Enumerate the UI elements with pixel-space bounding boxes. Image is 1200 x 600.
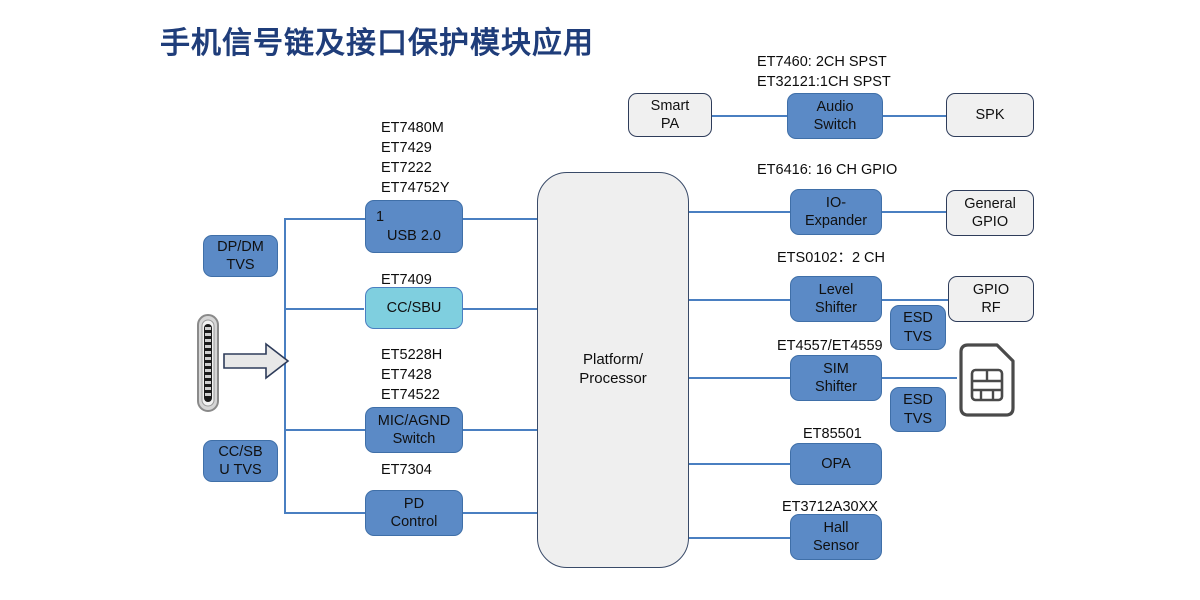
link-platform-hall-sensor [689,537,790,539]
link-audioswitch-spk [883,115,946,117]
block-gpio-rf[interactable]: GPIO RF [948,276,1034,322]
block-esd-tvs-sim[interactable]: ESD TVS [890,387,946,432]
block-label-line: CC/SBU [386,299,442,316]
caption-io-expander: ET6416: 16 CH GPIO [757,162,898,178]
block-cc-sbu-tvs[interactable]: CC/SB U TVS [203,440,278,482]
block-label-line: RF [981,300,1001,316]
block-spk[interactable]: SPK [946,93,1034,137]
block-audio-switch[interactable]: Audio Switch [787,93,883,139]
block-label-line: Control [390,514,438,530]
block-level-shifter[interactable]: Level Shifter [790,276,882,322]
block-label-line: Audio [816,98,854,115]
caption-sim-shifter: ET4557/ET4559 [777,338,883,354]
block-label-line: General [964,195,1016,212]
block-label-line: Shifter [815,300,857,316]
link-smartpa-audioswitch [712,115,787,117]
block-label-line: PA [660,116,680,132]
block-label-line: Hall [823,519,849,536]
block-label-line: OPA [821,455,851,472]
block-label-line: ESD [903,310,933,327]
caption-level-shifter: ETS0102：2 CH [777,250,885,266]
block-label-line: SIM [823,360,849,377]
link-platform-sim-shifter [689,377,790,379]
left-bus-vertical-line [284,218,286,514]
block-cc-sbu[interactable]: CC/SBU [365,287,463,329]
caption-hall-sensor: ET3712A30XX [782,499,878,515]
link-usb20-platform [463,218,541,220]
block-label-line: TVS [226,257,255,273]
link-pd-platform [463,512,541,514]
block-esd-tvs-level[interactable]: ESD TVS [890,305,946,350]
block-io-expander[interactable]: IO- Expander [790,189,882,235]
link-io-expander-general-gpio [882,211,946,213]
link-platform-io-expander [689,211,790,213]
block-hall-sensor[interactable]: Hall Sensor [790,514,882,560]
block-pd-control[interactable]: PD Control [365,490,463,536]
caption-mic-agnd-switch: ET5228H ET7428 ET74522 [381,347,443,403]
link-platform-level-shifter [689,299,790,301]
link-level-shifter-gpio-rf [882,299,948,301]
block-label-line: 1 [376,209,385,226]
right-arrow-icon [222,341,290,386]
block-label-line: GPIO [972,281,1010,298]
caption-opa: ET85501 [803,426,862,442]
block-usb20[interactable]: 1 USB 2.0 [365,200,463,253]
branch-line-usb20 [284,218,370,220]
block-sim-shifter[interactable]: SIM Shifter [790,355,882,401]
usb-c-connector-icon [193,313,223,418]
block-opa[interactable]: OPA [790,443,882,485]
branch-line-pd [284,512,366,514]
page-title: 手机信号链及接口保护模块应用 [160,27,594,60]
block-label-line: USB 2.0 [387,227,441,244]
block-label-line: TVS [903,328,933,345]
block-label-line: Switch [813,117,857,133]
caption-pd-control: ET7304 [381,462,432,478]
caption-usb20: ET7480M ET7429 ET7222 ET74752Y [381,120,450,196]
block-label-line: SPK [975,106,1005,123]
block-label-line: Processor [579,370,647,387]
link-ccsbu-platform [463,308,541,310]
block-label-line: IO- [825,194,847,211]
block-label-line: Level [818,281,854,298]
block-dp-dm-tvs[interactable]: DP/DM TVS [203,235,278,277]
block-general-gpio[interactable]: General GPIO [946,190,1034,236]
block-label-line: TVS [903,410,933,427]
block-label-line: U TVS [219,462,262,478]
block-label-line: CC/SB [218,443,263,460]
block-smart-pa[interactable]: Smart PA [628,93,712,137]
branch-line-mic [284,429,366,431]
block-label-line: Shifter [815,379,857,395]
link-mic-platform [463,429,541,431]
block-label-line: Expander [804,213,868,229]
block-label-line: PD [403,495,425,512]
block-label-line: Smart [650,97,690,114]
block-label-line: Sensor [813,538,859,554]
block-platform-processor[interactable]: Platform/ Processor [537,172,689,568]
block-label-line: Platform/ [582,351,643,369]
block-label-line: DP/DM [217,238,264,255]
caption-cc-sbu: ET7409 [381,272,432,288]
block-mic-agnd-switch[interactable]: MIC/AGND Switch [365,407,463,453]
sim-card-icon [957,342,1017,423]
block-label-line: Switch [392,431,436,447]
block-label-line: MIC/AGND [377,412,451,429]
block-label-line: ESD [903,392,933,409]
link-sim-shifter-simcard [882,377,957,379]
caption-audio-switch: ET7460: 2CH SPST ET32121:1CH SPST [757,54,891,90]
block-label-line: GPIO [971,214,1009,230]
branch-line-ccsbu [284,308,364,310]
link-platform-opa [689,463,790,465]
